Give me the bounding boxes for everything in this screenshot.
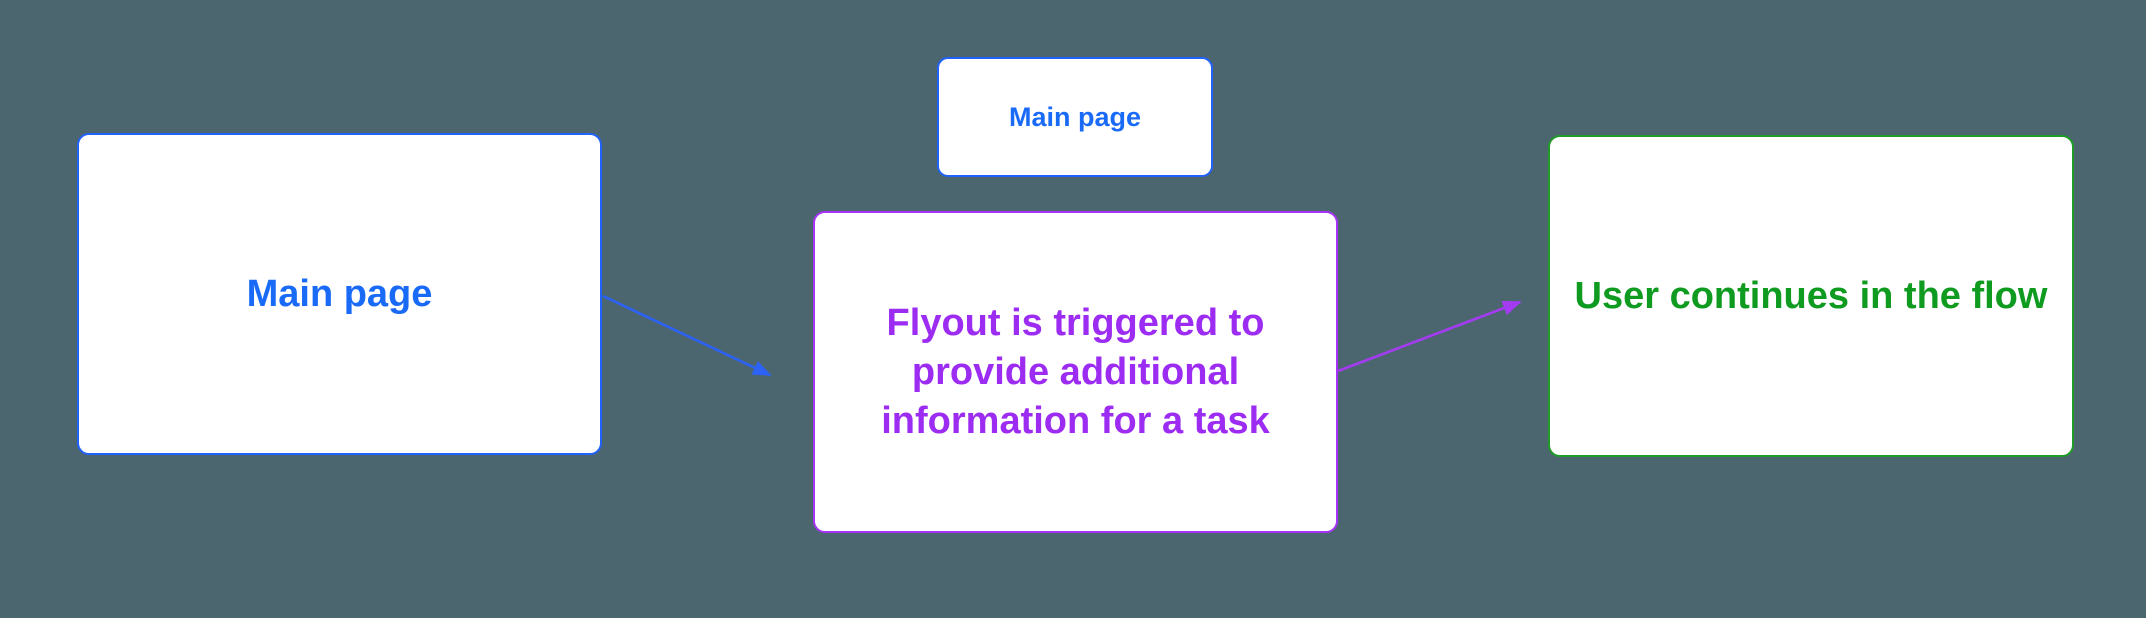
connector-flyout-to-continue[interactable]: [1337, 300, 1522, 373]
node-user-continues-label: User continues in the flow: [1574, 275, 2048, 317]
node-flyout-label: Flyout is triggered to provide additiona…: [881, 301, 1270, 442]
node-main-page-label: Main page: [246, 273, 433, 315]
node-user-continues[interactable]: User continues in the flow: [1548, 135, 2074, 457]
node-main-page[interactable]: Main page: [77, 133, 602, 455]
node-main-page-small[interactable]: Main page: [937, 57, 1213, 177]
connector-main-to-flyout[interactable]: [602, 294, 772, 377]
node-main-page-small-label: Main page: [1008, 102, 1142, 132]
node-flyout[interactable]: Flyout is triggered to provide additiona…: [813, 211, 1338, 533]
